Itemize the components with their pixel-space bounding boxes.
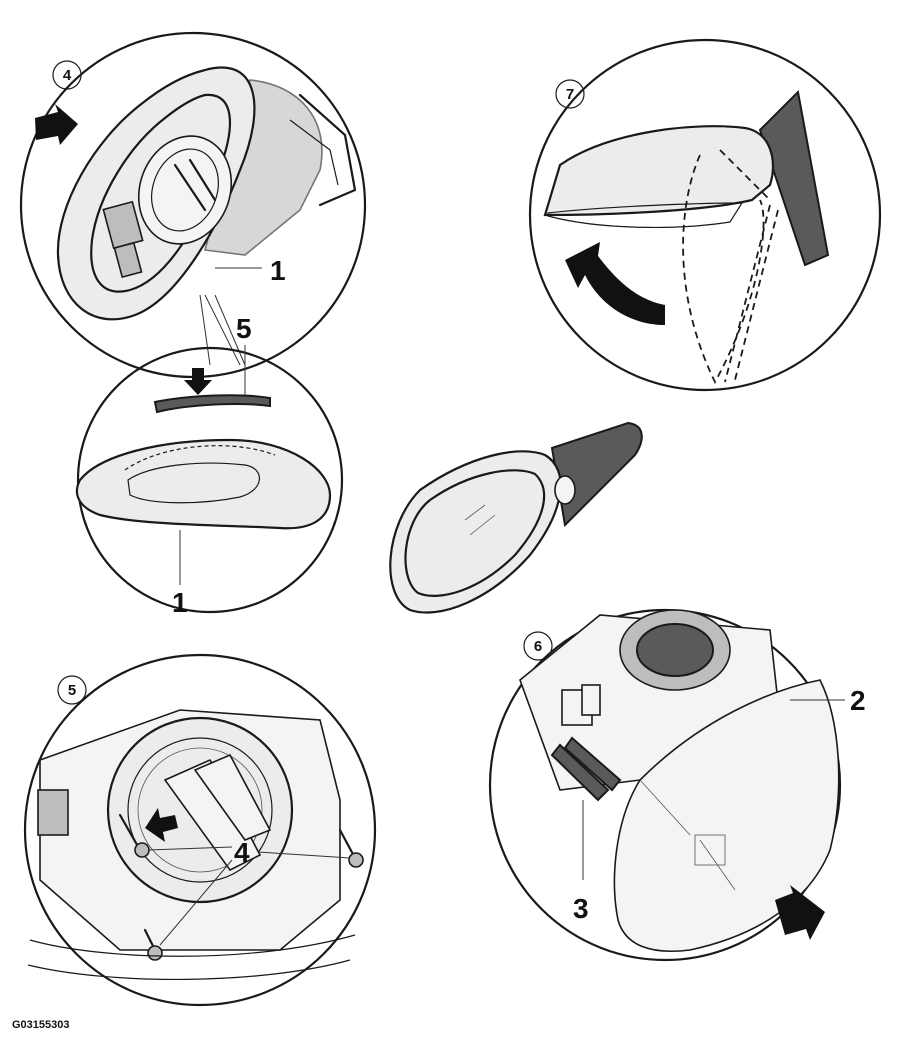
screw-icon: [118, 813, 150, 858]
callout-5: 5: [236, 313, 252, 344]
document-id: G03155303: [12, 1019, 70, 1031]
panel-seal-detail: [75, 345, 344, 614]
callout-3: 3: [573, 893, 589, 924]
callout-2: 2: [850, 685, 866, 716]
svg-text:7: 7: [566, 86, 574, 103]
rotate-arrow-icon: [565, 242, 665, 325]
screw-icon: [338, 828, 364, 868]
svg-text:4: 4: [63, 67, 72, 84]
callout-1-bottom: 1: [172, 587, 188, 618]
svg-text:6: 6: [534, 638, 542, 655]
svg-text:5: 5: [68, 682, 76, 699]
step-badge-7: 7: [555, 79, 585, 109]
panel-step-4: [19, 31, 367, 379]
down-arrow-icon: [184, 368, 212, 395]
callout-4: 4: [234, 837, 250, 868]
step-badge-6: 6: [523, 631, 553, 661]
step-badge-4: 4: [52, 60, 82, 90]
push-arrow-icon: [775, 885, 825, 940]
step-badge-5: 5: [57, 675, 87, 705]
panel-step-5: [23, 653, 377, 1007]
panel-step-7: [528, 38, 882, 392]
direction-arrow-icon: [145, 808, 178, 842]
push-arrow-icon: [35, 104, 78, 145]
panel-step-6: [488, 608, 845, 962]
assembled-mirror: [389, 421, 643, 614]
callout-1-top: 1: [270, 255, 286, 286]
